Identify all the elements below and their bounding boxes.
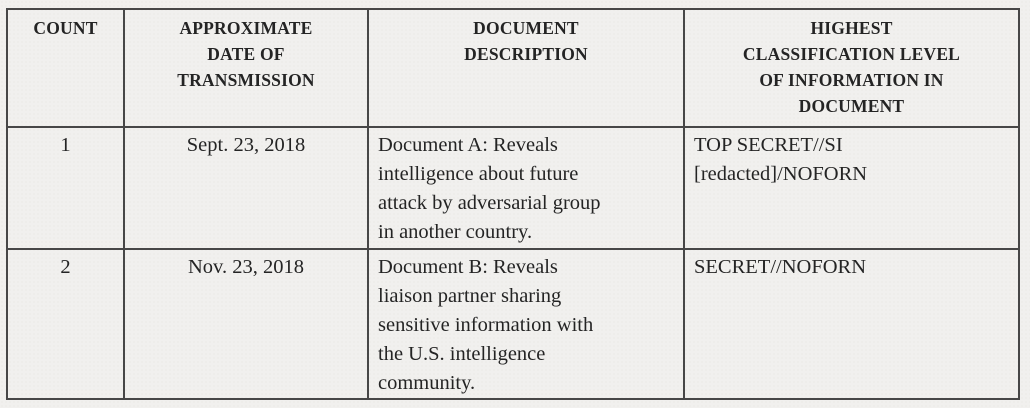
column-header-approximate-date: APPROXIMATE DATE OF TRANSMISSION <box>123 8 369 128</box>
count-cell: 1 <box>6 126 125 250</box>
table-row: 2 Nov. 23, 2018 Document B: Reveals liai… <box>6 248 1020 400</box>
classification-cell: SECRET//NOFORN <box>683 248 1020 400</box>
column-header-document-description: DOCUMENT DESCRIPTION <box>367 8 685 128</box>
date-cell: Sept. 23, 2018 <box>123 126 369 250</box>
table-header-row: COUNT APPROXIMATE DATE OF TRANSMISSION D… <box>6 8 1020 128</box>
description-cell: Document A: Reveals intelligence about f… <box>367 126 685 250</box>
charged-documents-table: COUNT APPROXIMATE DATE OF TRANSMISSION D… <box>6 8 1020 400</box>
classification-cell: TOP SECRET//SI [redacted]/NOFORN <box>683 126 1020 250</box>
description-cell: Document B: Reveals liaison partner shar… <box>367 248 685 400</box>
column-header-classification-level: HIGHEST CLASSIFICATION LEVEL OF INFORMAT… <box>683 8 1020 128</box>
count-cell: 2 <box>6 248 125 400</box>
column-header-count: COUNT <box>6 8 125 128</box>
date-cell: Nov. 23, 2018 <box>123 248 369 400</box>
table-row: 1 Sept. 23, 2018 Document A: Reveals int… <box>6 126 1020 250</box>
